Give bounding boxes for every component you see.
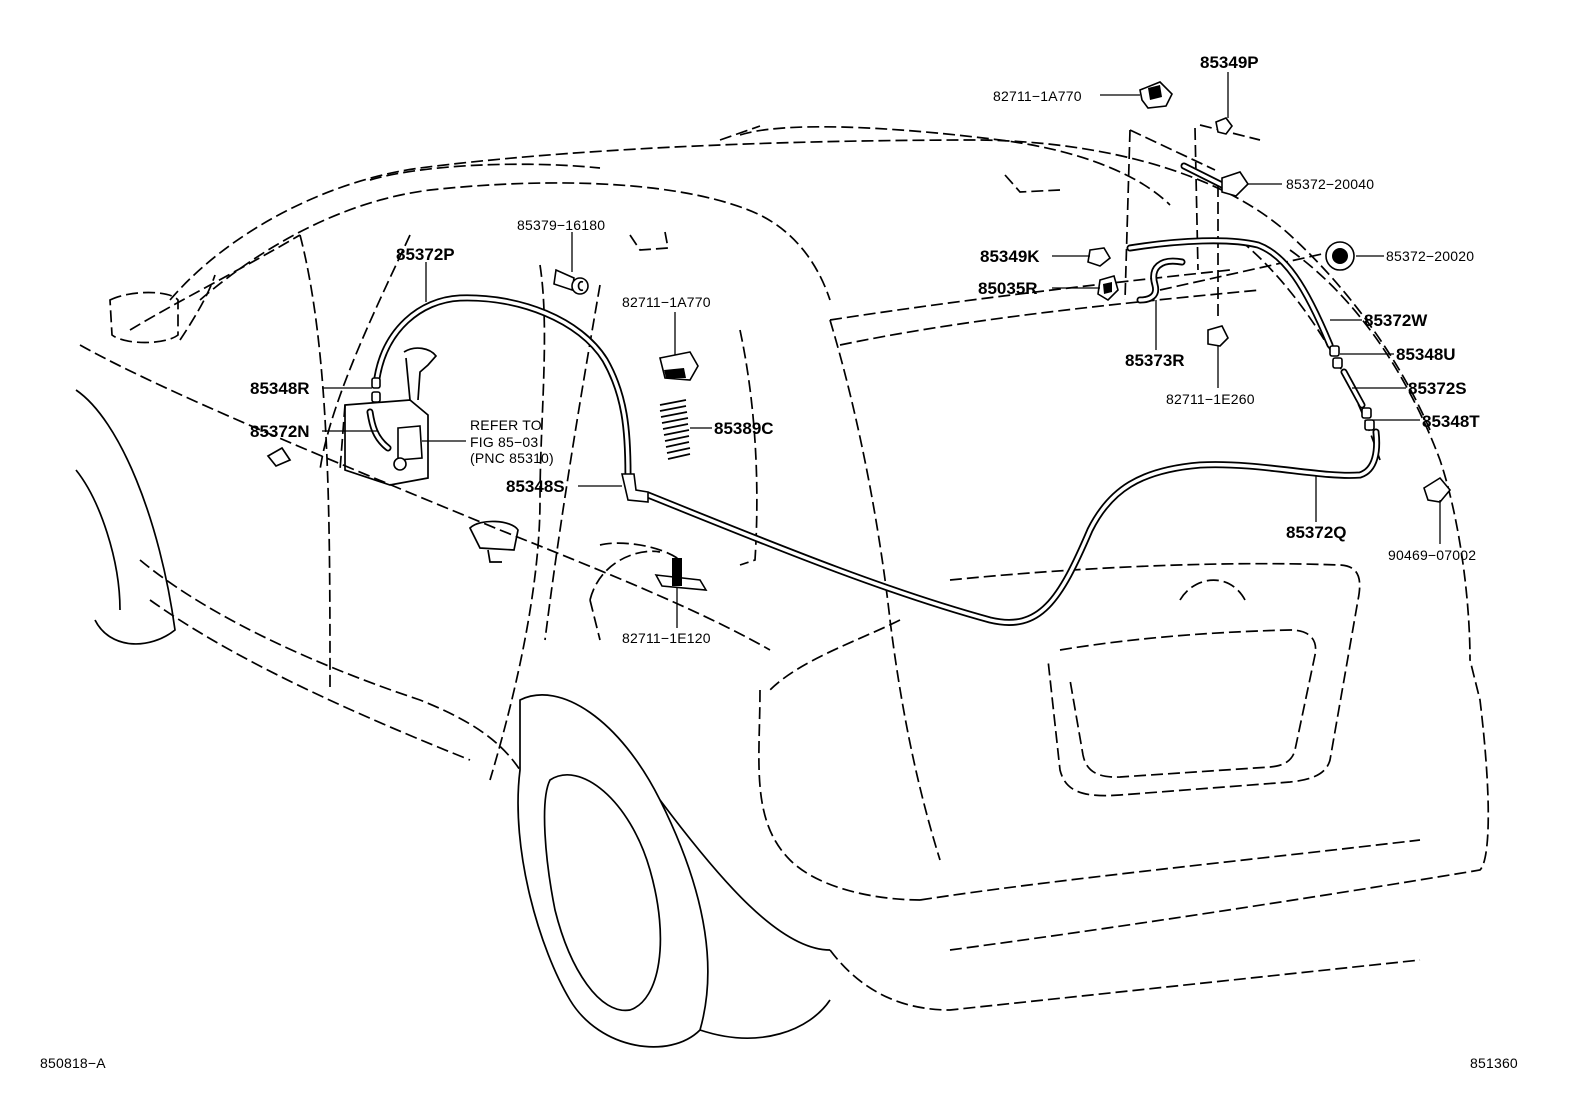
car-body-outline [75, 124, 1490, 1048]
small-parts [371, 81, 1452, 591]
figure-code-left: 850818−A [40, 1055, 106, 1071]
label-82711-1A770-top: 82711−1A770 [993, 88, 1082, 104]
label-85348S: 85348S [506, 477, 565, 496]
part-labels: 85349P 82711−1A770 85372−20040 85379−161… [40, 53, 1518, 1071]
label-85349K: 85349K [980, 247, 1040, 266]
label-85035R: 85035R [978, 279, 1038, 298]
leader-lines [322, 72, 1441, 628]
label-85372Q: 85372Q [1286, 523, 1347, 542]
washer-tank [339, 347, 438, 486]
label-90469-07002: 90469−07002 [1388, 547, 1476, 563]
label-85372-20020: 85372−20020 [1386, 248, 1474, 264]
label-85372N: 85372N [250, 422, 310, 441]
label-85348U: 85348U [1396, 345, 1456, 364]
label-85349P: 85349P [1200, 53, 1259, 72]
hoses [366, 162, 1381, 626]
label-82711-1E260: 82711−1E260 [1166, 391, 1255, 407]
label-refer-fig: FIG 85−03 [470, 434, 538, 450]
label-85372W: 85372W [1364, 311, 1428, 330]
label-refer-pnc: (PNC 85310) [470, 450, 554, 466]
label-85348R: 85348R [250, 379, 310, 398]
label-85373R: 85373R [1125, 351, 1185, 370]
label-85372-20040: 85372−20040 [1286, 176, 1374, 192]
label-85372S: 85372S [1408, 379, 1467, 398]
label-85389C: 85389C [714, 419, 774, 438]
label-85379-16180: 85379−16180 [517, 217, 605, 233]
figure-code-right: 851360 [1470, 1055, 1518, 1071]
label-82711-1E120: 82711−1E120 [622, 630, 711, 646]
label-82711-1A770-mid: 82711−1A770 [622, 294, 711, 310]
label-85372P: 85372P [396, 245, 455, 264]
label-refer-to: REFER TO [470, 417, 542, 433]
label-85348T: 85348T [1422, 412, 1480, 431]
